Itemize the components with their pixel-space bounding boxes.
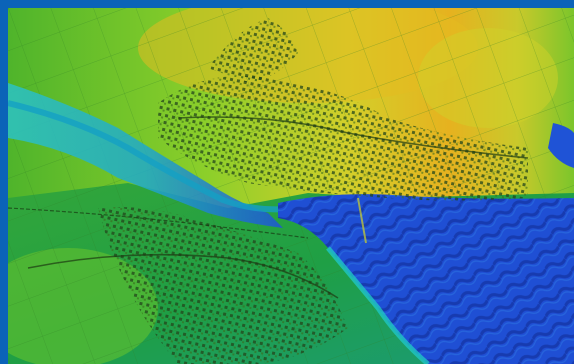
estuary-water [278, 194, 574, 364]
main-road-south [27, 253, 339, 299]
inlet-water [548, 123, 574, 168]
estuary-shore [326, 246, 430, 364]
elevation-map-svg [8, 8, 574, 364]
main-road-north [177, 116, 529, 159]
urban-north-core [208, 18, 298, 83]
railway [8, 207, 309, 239]
urban-north [158, 75, 528, 201]
urban-south [98, 207, 348, 364]
river-channel [8, 100, 299, 213]
bridge [357, 197, 367, 244]
elevation-map [8, 8, 574, 364]
